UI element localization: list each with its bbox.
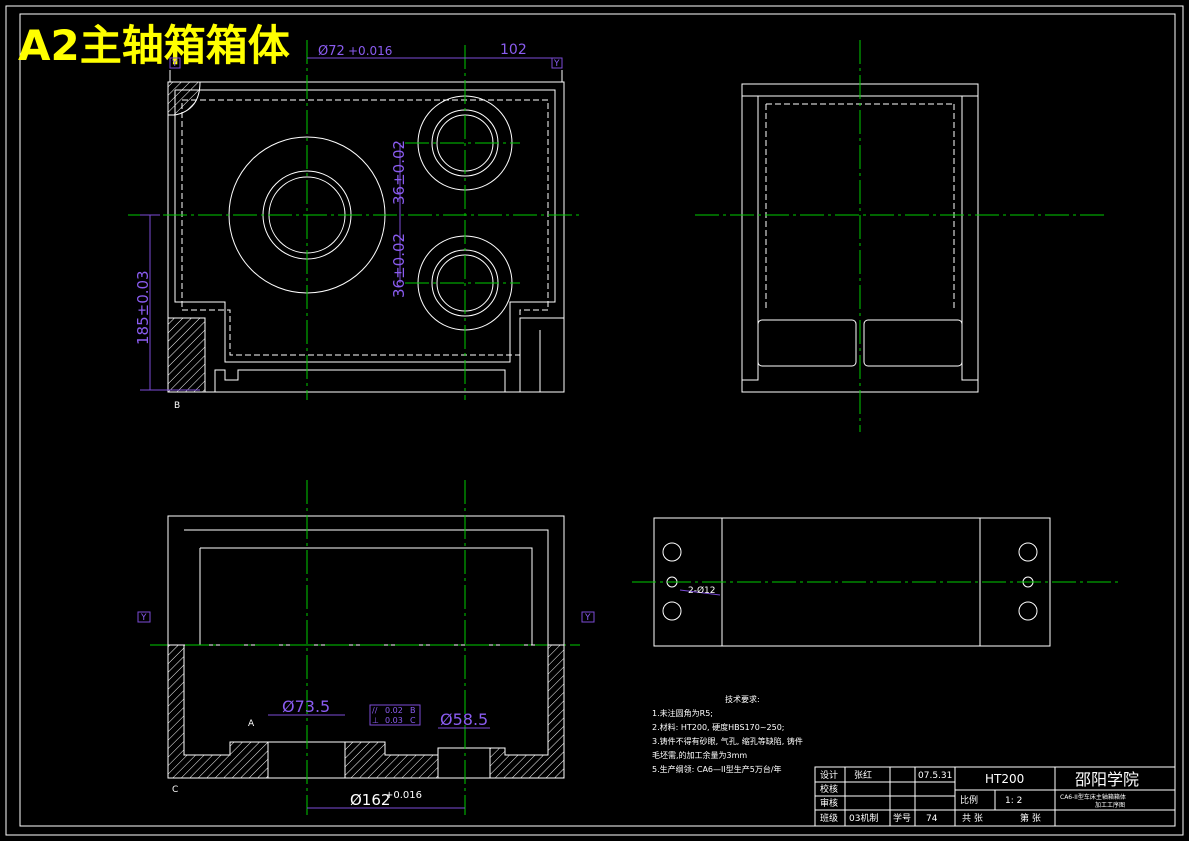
gdt-symbol-2: ⊥ — [372, 716, 379, 725]
gdt-value-1: 0.02 — [385, 706, 403, 715]
tb-class-value: 03机制 — [849, 812, 878, 824]
dim-top-tol: +0.016 — [348, 44, 392, 58]
notes-line-3: 3.铸件不得有砂眼, 气孔, 缩孔等缺陷, 铸件 — [652, 736, 803, 746]
dim-y-section-left: Y — [140, 613, 147, 623]
tb-designer-name: 张红 — [854, 769, 872, 781]
gdt-ref-1: B — [410, 706, 416, 715]
sheet-border-inner — [19, 13, 1176, 827]
dim-102: 102 — [500, 42, 527, 58]
dim-bore-73: Ø73.5 — [282, 697, 330, 716]
dim-bore-162-tol: +0.016 — [385, 790, 422, 801]
tb-date: 07.5.31 — [918, 771, 952, 781]
section-view — [137, 480, 595, 815]
drawing-title: A2主轴箱箱体 — [18, 21, 290, 70]
dim-top-hole: Ø72 — [318, 44, 345, 59]
tb-material: HT200 — [985, 772, 1024, 786]
notes-line-4: 毛坯需,的加工余量为3mm — [652, 750, 747, 760]
tb-sheet-no: 第 张 — [1020, 812, 1041, 824]
front-view — [128, 40, 580, 400]
top-view — [632, 517, 1118, 647]
tb-student-no: 74 — [926, 814, 938, 824]
notes-line-2: 2.材料: HT200, 硬度HBS170~250; — [652, 722, 785, 732]
notes-line-1: 1.未注圆角为R5; — [652, 708, 713, 718]
dim-bore-162: Ø162 — [350, 791, 390, 809]
dim-y-top-right: Y — [553, 59, 560, 69]
gdt-symbol-1: // — [372, 706, 378, 715]
tb-school: 邵阳学院 — [1075, 770, 1139, 789]
tb-check-label: 校核 — [820, 783, 838, 795]
tb-scale-label: 比例 — [960, 794, 978, 806]
tb-class-label: 班级 — [820, 812, 838, 824]
tb-description-2: 加工工序图 — [1095, 801, 1125, 809]
dim-bore-58: Ø58.5 — [440, 710, 488, 729]
title-block — [814, 766, 1176, 827]
datum-b-front: B — [174, 401, 180, 411]
dim-y-top-left: Y — [171, 59, 178, 69]
side-view — [695, 40, 1108, 432]
datum-c-section: C — [172, 785, 178, 795]
notes-heading: 技术要求: — [725, 694, 760, 704]
tb-design-label: 设计 — [820, 769, 838, 781]
sheet-border-outer — [5, 5, 1184, 836]
tb-description: CA6-II型车床主轴箱箱体 — [1060, 793, 1126, 801]
notes-line-5: 5.生产纲领: CA6—II型生产5万台/年 — [652, 764, 782, 774]
tb-sheets-total: 共 张 — [962, 813, 983, 824]
tb-scale: 1: 2 — [1005, 796, 1022, 806]
gdt-ref-2: C — [410, 716, 416, 725]
gdt-value-2: 0.03 — [385, 716, 403, 725]
dim-36-upper: 36±0.02 — [390, 140, 408, 205]
dim-holes-2-12: 2-Ø12 — [688, 585, 716, 596]
dim-185: 185±0.03 — [134, 270, 152, 345]
tb-review-label: 审核 — [820, 797, 838, 809]
dim-36-lower: 36±0.02 — [390, 233, 408, 298]
datum-a-section: A — [248, 719, 255, 729]
dim-y-section-right: Y — [584, 613, 591, 623]
tb-student-no-label: 学号 — [893, 812, 911, 824]
